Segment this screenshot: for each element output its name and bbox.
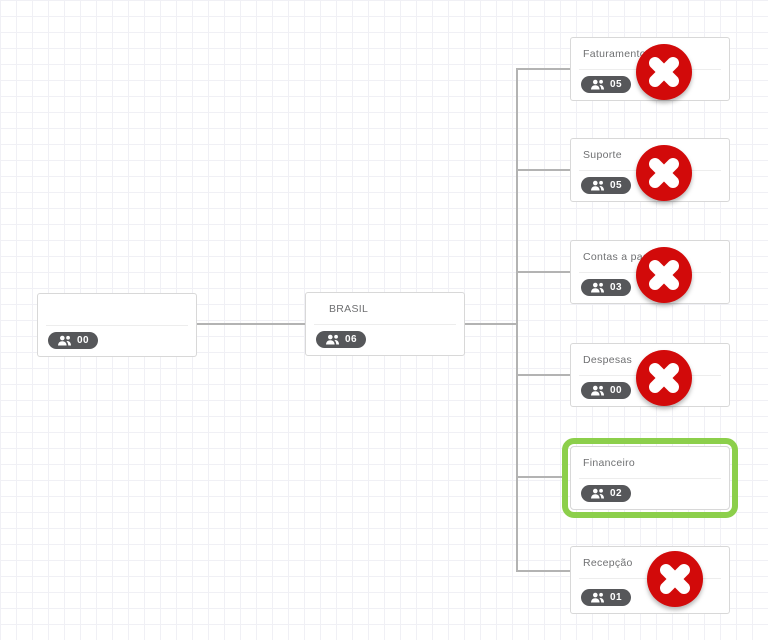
connector-line <box>517 374 570 376</box>
node-title: BRASIL <box>329 303 369 315</box>
users-icon <box>591 488 605 499</box>
delete-node-button[interactable] <box>634 348 694 408</box>
member-count-badge: 05 <box>581 177 632 194</box>
member-count: 00 <box>610 385 623 396</box>
member-count: 05 <box>610 79 623 90</box>
org-node-suporte[interactable]: Suporte 05 <box>570 138 730 202</box>
node-title: Recepção <box>583 557 633 569</box>
connector-line <box>197 323 305 325</box>
member-count: 00 <box>77 335 90 346</box>
node-title: Suporte <box>583 149 622 161</box>
connector-line <box>517 169 570 171</box>
member-count: 01 <box>610 592 623 603</box>
users-icon <box>591 282 605 293</box>
member-count-badge: 06 <box>316 331 367 348</box>
org-node-root[interactable]: 00 <box>37 293 197 357</box>
users-icon <box>591 385 605 396</box>
org-node-financeiro-selected[interactable]: Financeiro 02 <box>562 438 738 518</box>
x-circle-icon <box>636 44 692 100</box>
node-separator <box>579 478 721 479</box>
org-node-contas-a-pagar[interactable]: Contas a pagar 03 <box>570 240 730 304</box>
connector-line <box>465 323 517 325</box>
org-node-faturamento[interactable]: Faturamento 05 <box>570 37 730 101</box>
node-separator <box>46 325 188 326</box>
users-icon <box>58 335 72 346</box>
connector-line <box>517 476 562 478</box>
member-count: 05 <box>610 180 623 191</box>
node-title: Financeiro <box>583 457 636 469</box>
delete-node-button[interactable] <box>634 143 694 203</box>
org-node-despesas[interactable]: Despesas 00 <box>570 343 730 407</box>
connector-line <box>517 68 570 70</box>
member-count: 06 <box>345 334 358 345</box>
delete-node-button[interactable] <box>634 42 694 102</box>
connector-line <box>517 271 570 273</box>
node-separator <box>314 324 456 325</box>
users-icon <box>326 334 340 345</box>
org-node-recepcao[interactable]: Recepção 01 <box>570 546 730 614</box>
member-count: 03 <box>610 282 623 293</box>
node-title: Despesas <box>583 354 633 366</box>
x-circle-icon <box>636 145 692 201</box>
x-circle-icon <box>636 350 692 406</box>
member-count-badge: 00 <box>581 382 632 399</box>
users-icon <box>591 79 605 90</box>
member-count-badge: 00 <box>48 332 99 349</box>
node-title: Contas a pagar <box>583 251 659 263</box>
member-count-badge: 02 <box>581 485 632 502</box>
x-circle-icon <box>647 551 703 607</box>
delete-node-button[interactable] <box>645 549 705 609</box>
member-count: 02 <box>610 488 623 499</box>
users-icon <box>591 592 605 603</box>
connector-line <box>517 570 570 572</box>
member-count-badge: 01 <box>581 589 632 606</box>
x-circle-icon <box>636 247 692 303</box>
member-count-badge: 05 <box>581 76 632 93</box>
node-title: Faturamento <box>583 48 646 60</box>
org-node-brasil[interactable]: BRASIL 06 <box>305 292 465 356</box>
member-count-badge: 03 <box>581 279 632 296</box>
delete-node-button[interactable] <box>634 245 694 305</box>
connector-trunk-line <box>516 68 518 572</box>
users-icon <box>591 180 605 191</box>
